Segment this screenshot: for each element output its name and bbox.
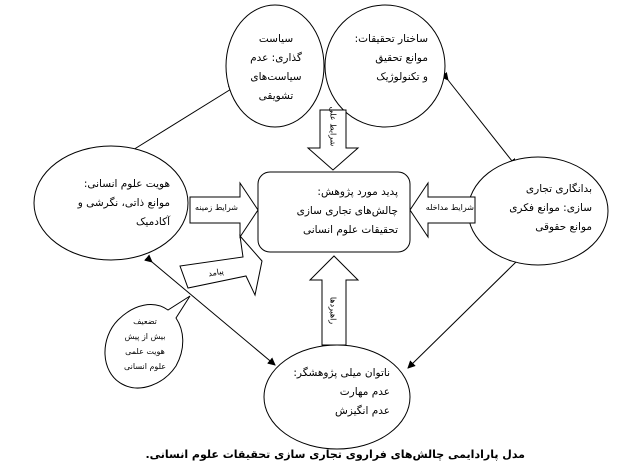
connector-identity-researcher xyxy=(144,254,276,366)
connector-identity-policy xyxy=(119,85,237,161)
node-line: تشویقی xyxy=(258,90,294,102)
node-line: آکادمیک xyxy=(136,216,170,228)
node-line: بدانگاری تجاری xyxy=(525,183,592,195)
arrow-label-context: شرایط زمینه xyxy=(195,203,238,212)
node-line: و تکنولوژیک xyxy=(376,71,428,83)
node-identity-ellipse xyxy=(33,145,189,261)
node-structure-text: ساختار تحقیقات: موانع تحقیق و تکنولوژیک xyxy=(340,30,428,87)
callout-line: بیش از پیش xyxy=(124,332,166,341)
connector-structure-commerce xyxy=(440,72,517,167)
node-line: سازی: موانع فکری xyxy=(509,202,592,214)
arrow-causal-conditions xyxy=(306,109,360,171)
arrow-label-causal: شرایط علی xyxy=(328,106,338,147)
arrow-intervening-conditions xyxy=(409,181,476,239)
node-line: گذاری: عدم xyxy=(250,52,302,64)
node-line: ساختار تحقیقات: xyxy=(354,33,428,45)
figure-caption: مدل پارادایمی چالش‌های فراروی تجاری سازی… xyxy=(145,448,525,461)
connector-commerce-researcher xyxy=(407,254,524,369)
central-node-text: پدید مورد پژوهش: چالش‌های تجاری سازی تحق… xyxy=(268,183,398,240)
node-line: عدم مهارت xyxy=(339,386,390,398)
node-policy-text: سیاست گذاری: عدم سیاست‌های تشویقی xyxy=(240,30,312,106)
node-policy-ellipse xyxy=(225,4,325,128)
callout-bubble xyxy=(104,295,191,389)
node-line: ناتوان میلی پژوهشگر: xyxy=(293,367,390,379)
node-line: چالش‌های تجاری سازی xyxy=(296,205,398,217)
node-line: پدید مورد پژوهش: xyxy=(317,186,398,198)
node-line: تحقیقات علوم انسانی xyxy=(303,224,398,236)
callout-line: تضعیف xyxy=(133,317,157,326)
arrow-label-intervening: شرایط مداخله xyxy=(425,203,474,212)
node-line: موانع حقوقی xyxy=(535,221,592,233)
node-line: هویت علوم انسانی: xyxy=(83,178,170,190)
callout-line: علوم انسانی xyxy=(124,362,166,371)
arrow-consequence xyxy=(179,234,263,297)
arrow-label-strategies: راهبردها xyxy=(328,296,338,325)
node-identity-text: هویت علوم انسانی: موانع ذاتی، نگرشی و آک… xyxy=(48,175,170,232)
node-researcher-text: ناتوان میلی پژوهشگر: عدم مهارت عدم انگیز… xyxy=(290,364,390,421)
node-line: عدم انگیزش xyxy=(334,405,390,417)
node-structure-ellipse xyxy=(324,4,446,128)
callout-text: تضعیف بیش از پیش هویت علمی علوم انسانی xyxy=(116,314,174,374)
arrow-strategies xyxy=(308,255,360,346)
node-line: موانع ذاتی، نگرشی و xyxy=(77,197,170,209)
node-commerce-text: بدانگاری تجاری سازی: موانع فکری موانع حق… xyxy=(488,180,592,237)
central-node-box xyxy=(257,171,411,253)
callout-line: هویت علمی xyxy=(125,347,165,356)
node-line: سیاست‌های xyxy=(250,71,302,83)
node-line: موانع تحقیق xyxy=(375,52,428,64)
arrow-context-conditions xyxy=(189,181,259,239)
node-line: سیاست xyxy=(258,33,294,45)
